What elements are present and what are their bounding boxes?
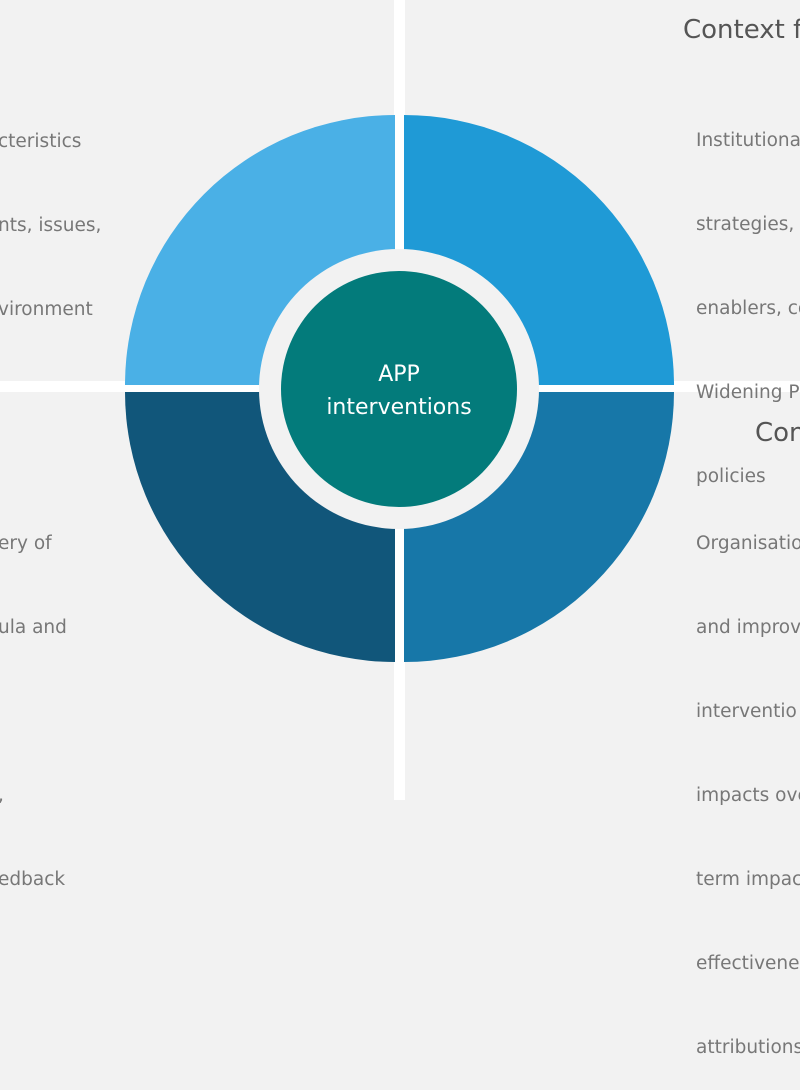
top-right-line: Widening P — [696, 382, 800, 403]
top-right-heading: Context f — [683, 15, 800, 45]
top-right-line: enablers, co — [696, 298, 800, 319]
center-circle — [281, 271, 517, 507]
top-left-line: vironment — [0, 299, 93, 320]
bottom-right-line: Organisatio — [696, 533, 800, 554]
center-label-line-2: interventions — [326, 395, 471, 420]
bottom-right-line: term impac — [696, 869, 800, 890]
top-left-description: cteristics nts, issues, vironment — [0, 72, 101, 352]
bottom-left-line: , — [0, 782, 67, 810]
top-right-line: policies — [696, 466, 766, 487]
top-left-line: cteristics — [0, 131, 82, 152]
bottom-right-heading: Con — [755, 418, 800, 448]
top-right-line: strategies, — [696, 214, 800, 235]
bottom-right-line: attributions — [696, 1037, 800, 1058]
top-right-description: Institutiona strategies, enablers, co Wi… — [696, 71, 800, 519]
bottom-left-line: ula and — [0, 617, 67, 638]
center-label-line-1: APP — [378, 362, 420, 387]
bottom-left-line: ery of — [0, 533, 52, 554]
top-right-line: Institutiona — [696, 130, 800, 151]
bottom-left-line: edback — [0, 869, 66, 890]
top-left-line: nts, issues, — [0, 215, 102, 236]
bottom-right-line: interventio — [696, 701, 797, 722]
bottom-right-line: and improv — [696, 617, 800, 638]
wheel-diagram: APP interventions — [125, 115, 674, 662]
bottom-right-line: effectivene — [696, 953, 800, 974]
